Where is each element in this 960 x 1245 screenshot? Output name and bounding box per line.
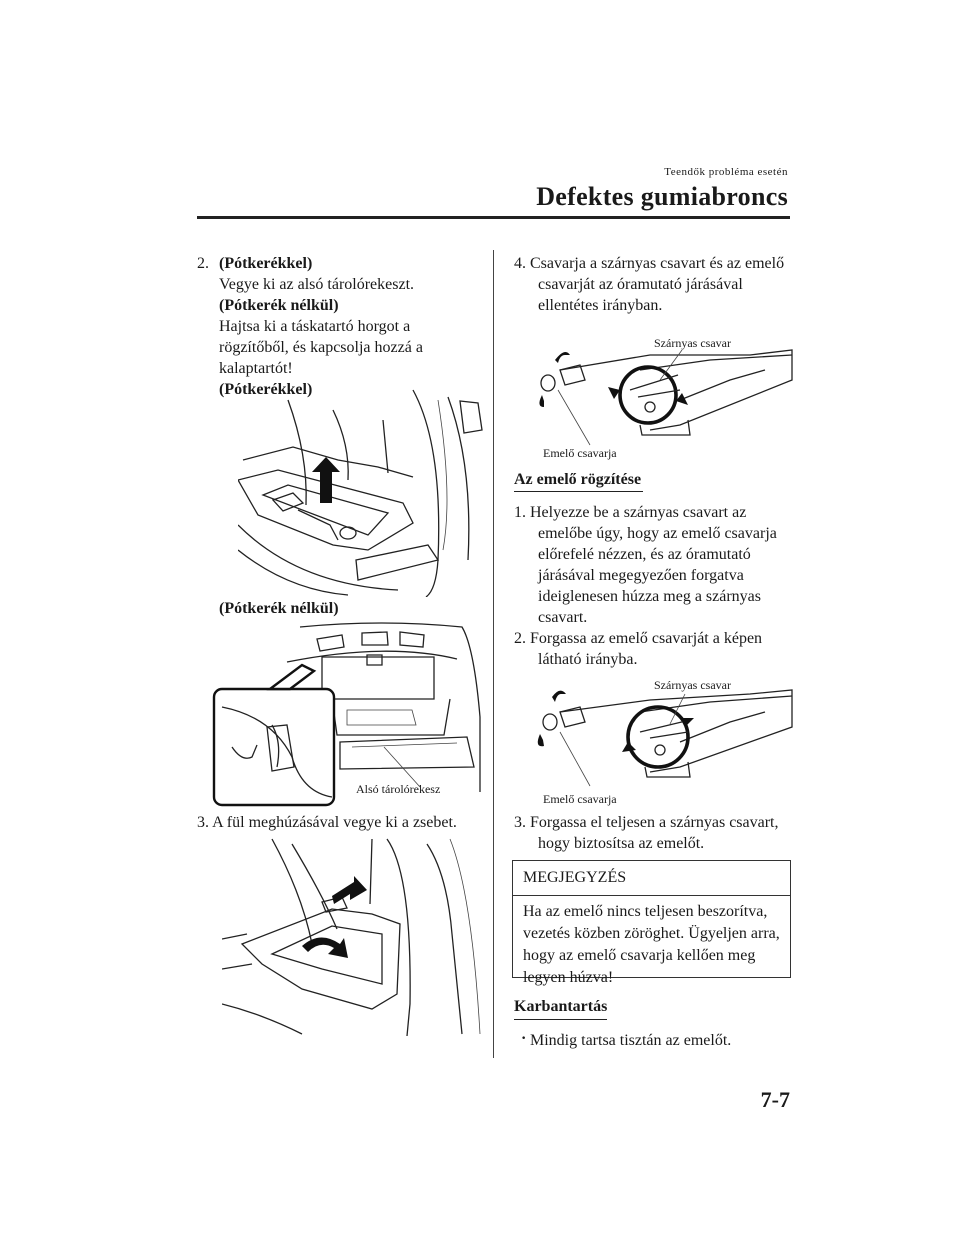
jack-step-2-line-2: látható irányba. — [538, 651, 638, 668]
header-rule — [197, 216, 790, 219]
figure-2-caption: (Pótkerék nélkül) — [219, 600, 339, 617]
step-2-number: 2. — [197, 255, 209, 272]
maintenance-item: Mindig tartsa tisztán az emelőt. — [530, 1032, 732, 1049]
bullet-dot: · — [521, 1030, 527, 1047]
figure-remove-pocket — [222, 838, 481, 1037]
label-wing-bolt-1: Szárnyas csavar — [654, 336, 731, 350]
section-title-maintenance: Karbantartás — [514, 998, 608, 1015]
label-lower-storage-box: Alsó tárolórekesz — [356, 782, 441, 796]
jack-step-1-line-6: csavart. — [538, 609, 588, 626]
note-title: MEGJEGYZÉS — [513, 861, 790, 896]
section-name: Teendők probléma esetén — [664, 166, 788, 178]
step-4-line-3: ellentétes irányban. — [538, 297, 663, 314]
label-wing-bolt-2: Szárnyas csavar — [654, 678, 731, 692]
column-divider — [493, 250, 494, 1058]
jack-step-1-line-5: ideiglenesen húzza meg a szárnyas — [538, 588, 762, 605]
step-2-heading-without-spare: (Pótkerék nélkül) — [219, 297, 339, 314]
jack-step-1-line-4: járásával megegyezően forgatva — [538, 567, 744, 584]
figure-trunk-without-spare — [212, 622, 481, 807]
note-line-4: legyen húzva! — [523, 969, 614, 986]
figure-1-caption: (Pótkerékkel) — [219, 381, 313, 398]
step-2-text-without-spare-line-3: kalaptartót! — [219, 360, 293, 377]
step-4-line-2: csavarját az óramutató járásával — [538, 276, 743, 293]
jack-step-2-line-1: 2. Forgassa az emelő csavarját a képen — [514, 630, 763, 647]
figure-trunk-with-spare — [238, 389, 483, 597]
page-title: Defektes gumiabroncs — [536, 182, 788, 211]
step-2-text-without-spare-line-2: rögzítőből, és kapcsolja hozzá a — [219, 339, 423, 356]
jack-step-3-line-2: hogy biztosítsa az emelőt. — [538, 835, 705, 852]
note-line-1: Ha az emelő nincs teljesen beszorítva, — [523, 903, 768, 920]
figure-jack-loosen — [539, 349, 793, 446]
note-body: Ha az emelő nincs teljesen beszorítva, v… — [523, 901, 785, 989]
jack-step-3-line-1: 3. Forgassa el teljesen a szárnyas csava… — [514, 814, 779, 831]
step-2-text-without-spare-line-1: Hajtsa ki a táskatartó horgot a — [219, 318, 411, 335]
step-3-text: 3. A fül meghúzásával vegye ki a zsebet. — [197, 814, 457, 831]
step-2-text-with-spare: Vegye ki az alsó tárolórekeszt. — [219, 276, 415, 293]
section-underline-1 — [514, 491, 643, 492]
section-title-jack-securing: Az emelő rögzítése — [514, 471, 642, 488]
note-box: MEGJEGYZÉS Ha az emelő nincs teljesen be… — [512, 860, 791, 986]
label-jack-screw-2: Emelő csavarja — [543, 792, 617, 806]
step-2-heading-with-spare: (Pótkerékkel) — [219, 255, 313, 272]
figure-jack-tighten — [537, 689, 793, 787]
jack-step-1-line-1: 1. Helyezze be a szárnyas csavart az — [514, 504, 747, 521]
page-number: 7-7 — [760, 1087, 790, 1112]
jack-step-1-line-2: emelőbe úgy, hogy az emelő csavarja — [538, 525, 777, 542]
step-4-line-1: 4. Csavarja a szárnyas csavart és az eme… — [514, 255, 785, 272]
label-jack-screw-1: Emelő csavarja — [543, 446, 617, 460]
section-underline-2 — [514, 1019, 607, 1020]
note-line-2: vezetés közben zöröghet. Ügyeljen arra, — [523, 925, 780, 942]
jack-step-1-line-3: előrefelé nézzen, és az óramutató — [538, 546, 751, 563]
note-line-3: hogy az emelő csavarja kellően meg — [523, 947, 756, 964]
